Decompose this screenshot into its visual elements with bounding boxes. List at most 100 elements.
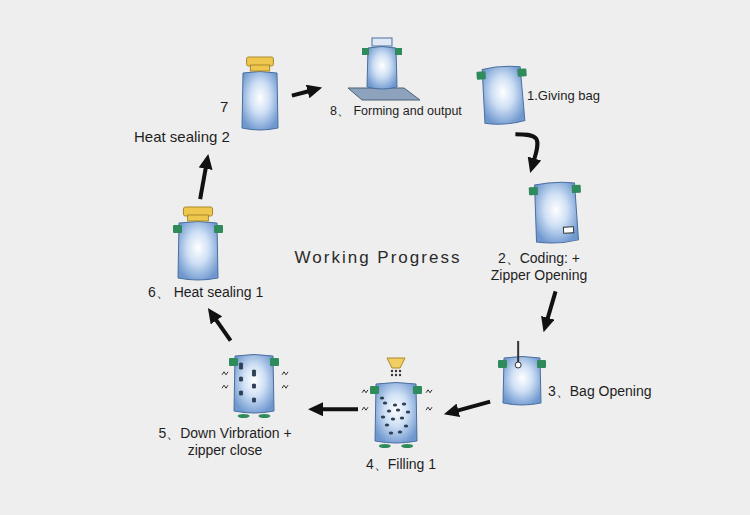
product-bean (252, 374, 256, 377)
product-bean (239, 379, 243, 382)
bag-body (375, 383, 417, 444)
process-step: 8、 Forming and output (326, 32, 466, 123)
falling-product (391, 370, 393, 372)
flow-arrow (548, 291, 556, 318)
product-bean (391, 418, 395, 421)
step-label: 3、Bag Opening (548, 383, 652, 400)
flow-arrow (200, 168, 206, 199)
product-bean (252, 400, 256, 403)
bag-body (367, 47, 397, 90)
product-bean (381, 416, 385, 419)
bag-clip (537, 360, 546, 368)
bag-clip (173, 225, 182, 233)
vibration-mark (426, 390, 432, 393)
vibration-mark (222, 385, 228, 388)
falling-product (391, 374, 393, 376)
step-label: Heat sealing 2 (134, 128, 230, 146)
process-step: 1.Giving bag (474, 58, 604, 131)
output-conveyor (348, 88, 420, 100)
bag-clip (395, 48, 402, 55)
product-bean (393, 404, 397, 407)
suction-cup (515, 362, 521, 368)
flow-arrow (457, 402, 490, 411)
product-bean (396, 409, 400, 412)
step-illustration (228, 348, 280, 418)
vibration-mark (222, 372, 228, 375)
step-label: 2、Coding: + Zipper Opening (484, 250, 594, 284)
process-step: 4、Filling 1 (362, 354, 440, 477)
coder-head (563, 227, 573, 234)
flow-arrow (216, 320, 231, 341)
vibration-base (379, 444, 391, 448)
bag-clip (229, 358, 238, 366)
vibration-mark (282, 372, 288, 375)
flow-arrow (292, 91, 309, 95)
bag-clip (529, 187, 538, 195)
bag-body (234, 355, 274, 414)
step-label: 8、 Forming and output (330, 104, 462, 119)
process-step: 2、Coding: + Zipper Opening (480, 174, 598, 288)
falling-product (395, 374, 397, 376)
product-bean (383, 402, 387, 405)
product-bean (400, 417, 404, 420)
process-step: 5、Down Virbration + zipper close (146, 344, 304, 463)
bag-clip (214, 225, 223, 233)
vibration-base (258, 414, 270, 418)
falling-product (395, 370, 397, 372)
step-label: 4、Filling 1 (366, 456, 436, 473)
step-label: 7 (220, 98, 228, 116)
process-step: 3、Bag Opening (494, 336, 656, 412)
product-bean (239, 393, 243, 396)
step-illustration (478, 62, 528, 127)
bag-clip (362, 48, 369, 55)
product-bean (398, 431, 402, 434)
product-bean (387, 410, 391, 413)
step-illustration (498, 340, 546, 408)
bag-clip (572, 185, 581, 193)
flow-arrow (322, 407, 358, 411)
vibration-mark (282, 385, 288, 388)
vibration-mark (362, 390, 368, 393)
vibration-mark (426, 407, 432, 410)
step-illustration (172, 207, 224, 283)
product-bean (406, 411, 410, 414)
opening-rod (517, 341, 519, 364)
bag-clip (498, 360, 507, 368)
step-illustration (530, 178, 582, 246)
filling-funnel (387, 358, 405, 368)
product-bean (252, 386, 256, 389)
sealing-jaw (250, 65, 269, 71)
product-bean (389, 432, 393, 435)
bag-clip (517, 68, 527, 77)
process-step: 6、 Heat sealing 1 (144, 203, 267, 305)
falling-product (399, 370, 401, 372)
bag-body (242, 72, 278, 131)
bag-body (178, 222, 218, 281)
product-bean (385, 424, 389, 427)
bag-top-seal (372, 38, 392, 46)
bag-body (503, 357, 541, 406)
bag-clip (370, 386, 379, 394)
product-bean (239, 367, 243, 370)
process-step: 7Heat sealing 2 (130, 53, 288, 150)
vibration-base (401, 444, 413, 448)
step-illustration (342, 36, 422, 102)
sealing-jaw (188, 215, 209, 221)
bag-clip (270, 358, 279, 366)
flow-arrow (515, 134, 537, 159)
step-label: 1.Giving bag (527, 88, 600, 104)
vibration-mark (362, 407, 368, 410)
product-bean (380, 397, 384, 400)
bag-clip (476, 71, 486, 80)
step-illustration (368, 358, 424, 448)
vibration-base (238, 414, 250, 418)
step-label: 6、 Heat sealing 1 (148, 284, 263, 301)
diagram-title: Working Progress (0, 248, 750, 268)
product-bean (402, 403, 406, 406)
product-bean (404, 425, 408, 428)
bag-clip (413, 386, 422, 394)
falling-product (399, 374, 401, 376)
bag-body (533, 181, 578, 244)
step-illustration (236, 57, 284, 133)
step-label: 5、Down Virbration + zipper close (150, 425, 300, 459)
